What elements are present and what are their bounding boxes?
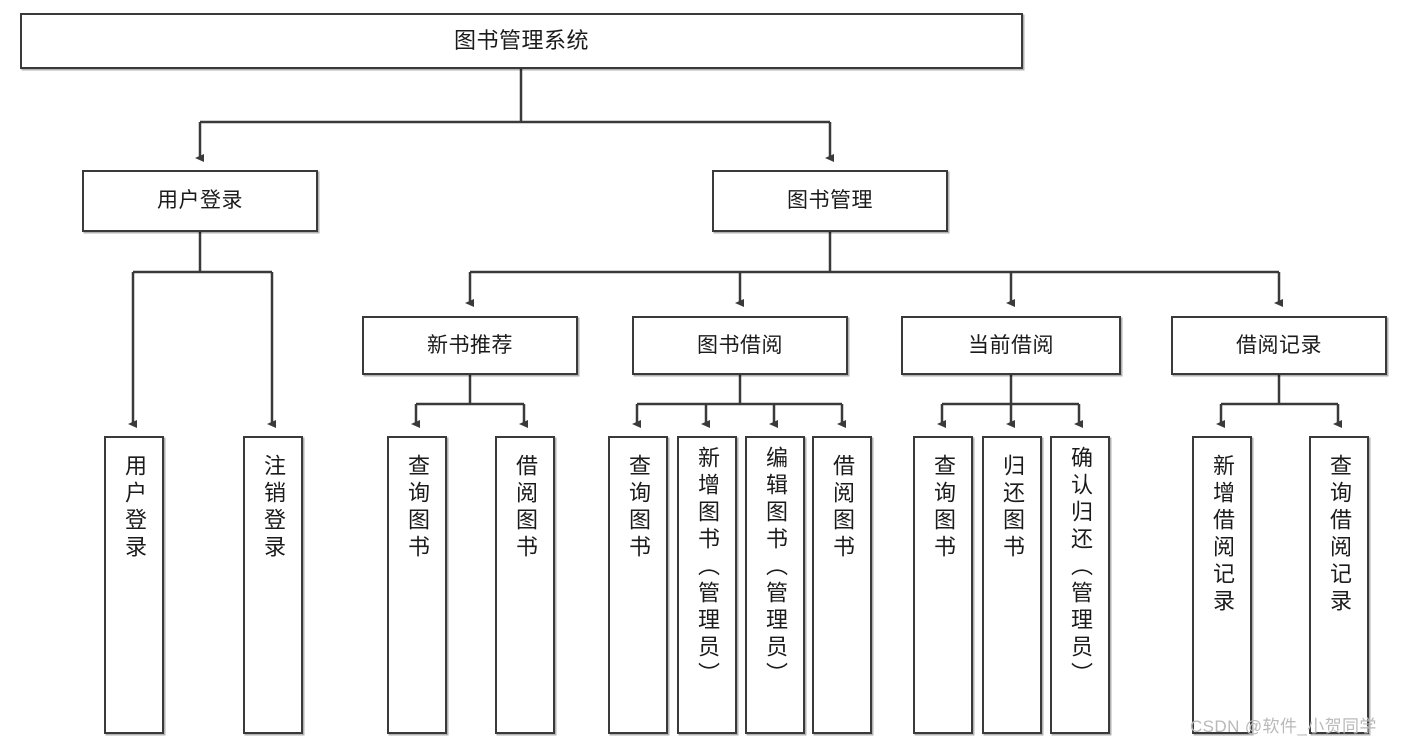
node-current-borrow[interactable]: 当前借阅 [901,316,1121,375]
leaf-user-login[interactable]: 用户登录 [104,436,164,734]
node-current-borrow-label: 当前借阅 [968,333,1054,357]
leaf-query-record[interactable]: 查询借阅记录 [1309,436,1369,734]
leaf-query-book-2[interactable]: 查询图书 [608,436,668,734]
leaf-edit-book-label: 编辑图书（管理员） [763,446,788,689]
leaf-borrow-book-1-label: 借阅图书 [513,454,538,562]
leaf-add-book[interactable]: 新增图书（管理员） [677,436,737,734]
leaf-borrow-book-2[interactable]: 借阅图书 [812,436,872,734]
leaf-logout-label: 注销登录 [261,454,286,562]
leaf-add-record-label: 新增借阅记录 [1210,454,1235,616]
leaf-return-book-label: 归还图书 [1000,454,1025,562]
leaf-add-book-label: 新增图书（管理员） [695,446,720,689]
leaf-user-login-label: 用户登录 [122,454,147,562]
leaf-logout[interactable]: 注销登录 [243,436,303,734]
leaf-query-book-3[interactable]: 查询图书 [913,436,973,734]
leaf-add-record[interactable]: 新增借阅记录 [1192,436,1252,734]
leaf-return-book[interactable]: 归还图书 [982,436,1042,734]
node-book-borrow-label: 图书借阅 [697,333,783,357]
node-root[interactable]: 图书管理系统 [20,13,1023,69]
node-book-mgmt[interactable]: 图书管理 [712,170,948,232]
leaf-borrow-book-2-label: 借阅图书 [830,454,855,562]
leaf-borrow-book-1[interactable]: 借阅图书 [495,436,555,734]
node-borrow-record[interactable]: 借阅记录 [1171,316,1387,375]
node-root-label: 图书管理系统 [453,27,589,53]
leaf-confirm-return-label: 确认归还（管理员） [1068,446,1093,689]
node-book-borrow[interactable]: 图书借阅 [632,316,848,375]
leaf-query-book-1-label: 查询图书 [405,454,430,562]
leaf-confirm-return[interactable]: 确认归还（管理员） [1050,436,1110,734]
leaf-query-book-2-label: 查询图书 [626,454,651,562]
leaf-query-book-1[interactable]: 查询图书 [387,436,447,734]
node-book-mgmt-label: 图书管理 [787,189,873,213]
node-user-login[interactable]: 用户登录 [82,170,318,232]
node-borrow-record-label: 借阅记录 [1236,333,1322,357]
leaf-edit-book[interactable]: 编辑图书（管理员） [745,436,805,734]
leaf-query-record-label: 查询借阅记录 [1327,454,1352,616]
node-new-book-rec-label: 新书推荐 [427,333,513,357]
node-new-book-rec[interactable]: 新书推荐 [362,316,578,375]
csdn-watermark: CSDN @软件_小贺同学 [1190,717,1377,736]
leaf-query-book-3-label: 查询图书 [931,454,956,562]
node-user-login-label: 用户登录 [157,189,243,213]
